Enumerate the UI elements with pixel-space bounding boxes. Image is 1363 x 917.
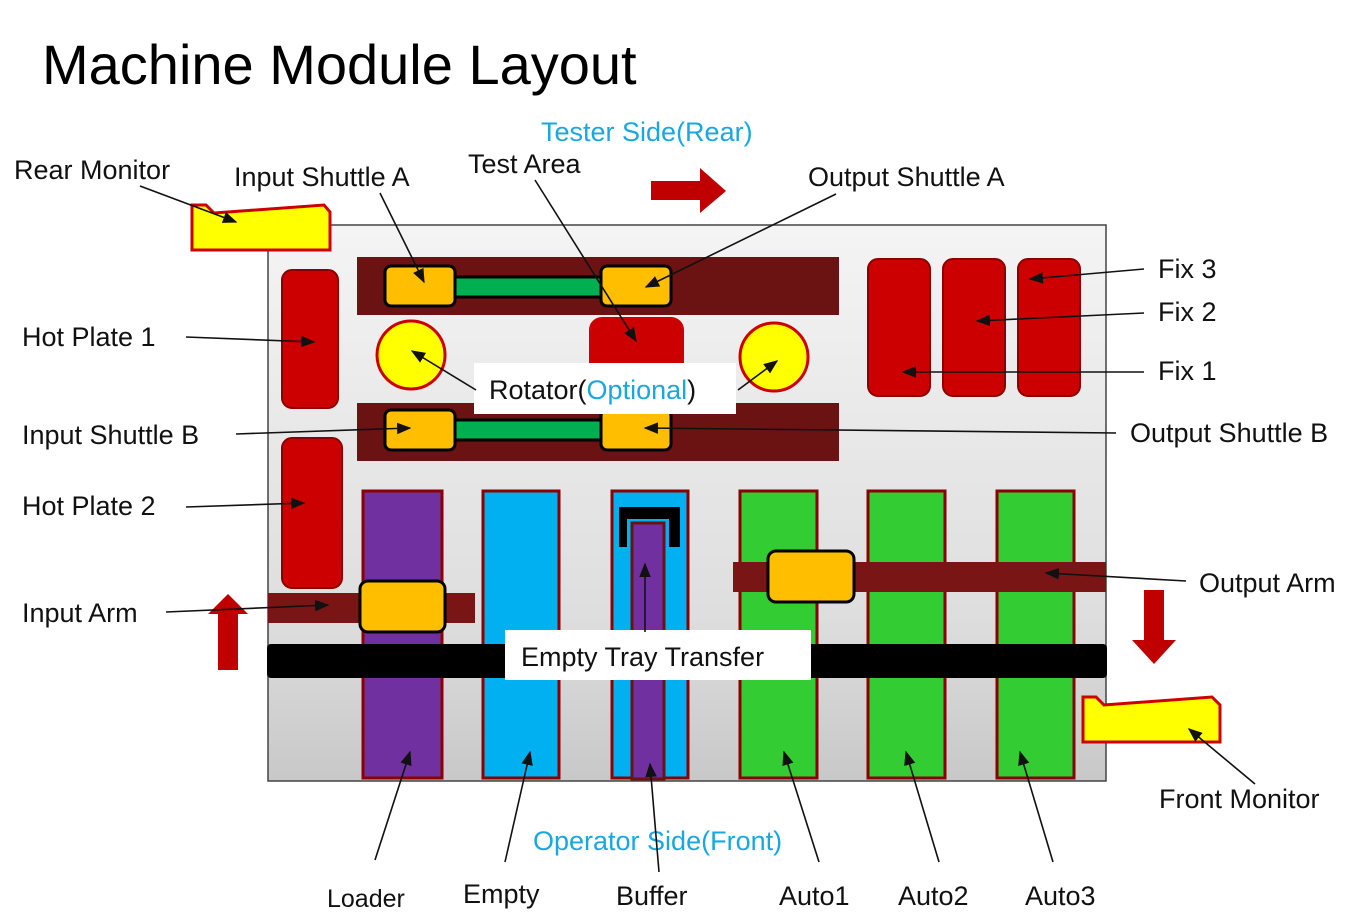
hot-plate-1-label: Hot Plate 1: [22, 322, 156, 352]
input-shuttle-b-label: Input Shuttle B: [22, 420, 199, 450]
fix-1: [867, 258, 931, 397]
hot-plate-2-pointer: [185, 497, 306, 510]
loader-label: Loader: [327, 885, 405, 913]
output-shuttle-a-pointer: [644, 193, 837, 288]
empty-tray-transfer-label: Empty Tray Transfer: [521, 642, 764, 672]
auto3-tray: [995, 489, 1076, 780]
input-shuttle-b-pointer: [235, 422, 412, 435]
loader-pointer: [374, 750, 412, 861]
auto2-tray: [866, 489, 947, 780]
rotator-right-pointer: [737, 360, 779, 391]
empty-pointer: [504, 750, 533, 863]
output-arm-head: [766, 549, 856, 604]
input-shuttle-a-pointer: [379, 192, 425, 284]
shuttle-b-rail: [450, 418, 606, 442]
buffer-label: Buffer: [616, 881, 688, 911]
input-arm-label: Input Arm: [22, 598, 138, 628]
output-arm-down-arrow: [1132, 590, 1176, 664]
hot-plate-1-pointer: [185, 335, 316, 348]
rotator-label-box: [474, 363, 736, 414]
rear-direction-arrow: [651, 168, 726, 213]
rear-monitor-label: Rear Monitor: [14, 155, 170, 185]
output-arm-pointer: [1044, 567, 1187, 582]
input-shuttle-a-label: Input Shuttle A: [234, 162, 410, 192]
fix3-pointer: [1028, 268, 1145, 284]
test-area-label: Test Area: [468, 149, 582, 179]
input-arm-pointer: [165, 599, 330, 613]
loader-tray: [361, 489, 444, 780]
rotator-label: Rotator(Optional): [489, 375, 696, 405]
front-monitor-pointer: [1187, 728, 1256, 785]
auto3-pointer: [1018, 750, 1054, 863]
front-monitor-label: Front Monitor: [1159, 784, 1320, 814]
rotator-right: [738, 321, 810, 393]
pointer-lines: [139, 179, 1256, 873]
rear-monitor: [190, 203, 332, 252]
rotator-left: [375, 319, 447, 391]
shuttle-a-rail: [450, 275, 606, 299]
hot-plate-2-label: Hot Plate 2: [22, 491, 156, 521]
empty-label: Empty: [463, 879, 540, 909]
rear-monitor-pointer: [139, 185, 238, 223]
auto2-label: Auto2: [898, 881, 969, 911]
output-shuttle-b-pointer: [643, 422, 1117, 434]
hot-plate-2: [281, 437, 343, 589]
input-shuttle-b: [383, 408, 457, 452]
output-shuttle-a-label: Output Shuttle A: [808, 162, 1005, 192]
auto2-pointer: [904, 750, 940, 863]
rear-side-label: Tester Side(Rear): [541, 117, 753, 147]
fix-3: [1017, 258, 1081, 397]
input-arm-up-arrow: [208, 594, 248, 670]
fix2-pointer: [975, 312, 1145, 327]
auto1-label: Auto1: [779, 881, 850, 911]
fix3-label: Fix 3: [1158, 254, 1217, 284]
fix1-label: Fix 1: [1158, 356, 1217, 386]
output-shuttle-a: [599, 264, 673, 308]
front-monitor: [1081, 695, 1222, 744]
input-shuttle-a: [383, 264, 457, 308]
hot-plate-1: [281, 269, 339, 409]
fix-2: [942, 258, 1006, 397]
rotator-left-pointer: [410, 350, 477, 391]
empty-tray-transfer-label-box: [505, 630, 811, 680]
output-shuttle-b: [599, 408, 673, 452]
output-arm-label: Output Arm: [1199, 568, 1336, 598]
auto3-label: Auto3: [1025, 881, 1096, 911]
buffer-pointer: [645, 762, 660, 873]
output-shuttle-b-label: Output Shuttle B: [1130, 418, 1328, 448]
page-title: Machine Module Layout: [42, 33, 637, 96]
fix2-label: Fix 2: [1158, 297, 1217, 327]
test-area-pointer: [534, 179, 637, 343]
input-arm-head: [358, 579, 447, 634]
auto1-pointer: [782, 750, 820, 863]
